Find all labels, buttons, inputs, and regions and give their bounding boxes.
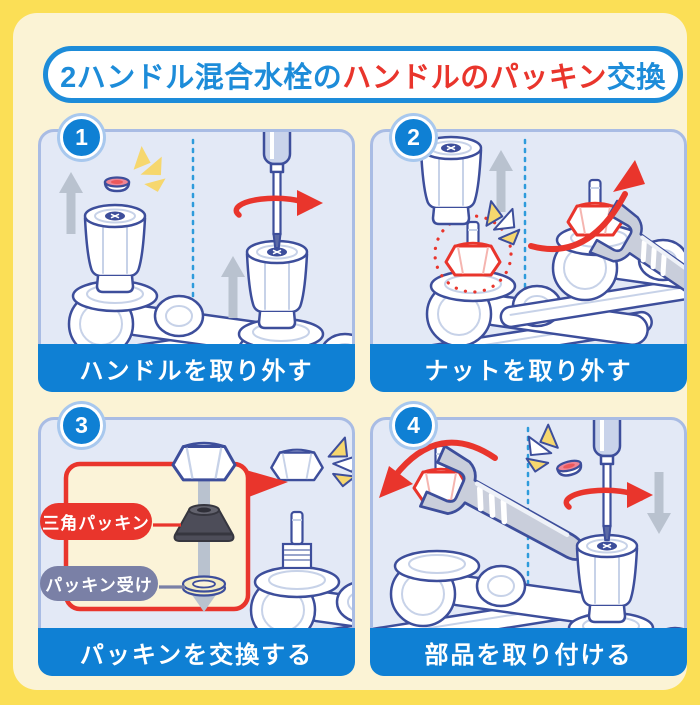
step4-illustration (373, 420, 684, 628)
packing-nut-floating (270, 448, 324, 482)
screwdriver-icon (592, 420, 622, 542)
step2-illustration (373, 135, 684, 344)
screwdriver-icon (262, 132, 292, 250)
sparkle-icon (322, 434, 352, 490)
step-panel-2: ナットを取り外す 2 (370, 116, 687, 392)
step1-illustration (41, 132, 352, 344)
step3-number-badge: 3 (60, 404, 103, 447)
up-arrow-icon (59, 172, 83, 234)
step2-caption: ナットを取り外す (370, 344, 687, 392)
step4-number-badge: 4 (392, 404, 435, 447)
wrench-arrow-icon (528, 191, 628, 252)
sparkle-icon (129, 142, 168, 196)
spindle-thread (281, 542, 313, 570)
wrench-arrow-head (613, 160, 645, 192)
step2-number-badge: 2 (392, 116, 435, 159)
packing-receiver-part (181, 575, 227, 597)
highlight-circle-icon (433, 214, 513, 294)
title-text-blue-1: 2ハンドル混合水栓の (60, 61, 343, 94)
faucet-handle-right (245, 239, 309, 330)
up-arrow-icon (221, 256, 245, 318)
faucet-handle (83, 203, 147, 294)
wrench-arrow-icon (392, 439, 498, 479)
sparkle-icon (524, 421, 562, 475)
faucet-body-right (498, 223, 684, 330)
handle-cap (555, 457, 585, 479)
step-panel-1: ハンドルを取り外す 1 (38, 116, 355, 392)
title-text-blue-2: 交換 (606, 61, 666, 94)
title-text-red: ハンドルのパッキン (342, 61, 607, 94)
callout-pointer-icon (246, 470, 288, 498)
packing-nut (444, 241, 502, 277)
wrench-arrow-head (379, 466, 413, 498)
title-banner: 2ハンドル混合水栓のハンドルのパッキン交換 (43, 46, 683, 103)
step3-caption: パッキンを交換する (38, 628, 355, 676)
spindle-stem (290, 510, 304, 546)
step-panel-3: 三角パッキン パッキン受け パッキンを交換する 3 (38, 404, 355, 676)
step1-number-badge: 1 (60, 116, 103, 159)
down-arrow-icon (647, 472, 671, 534)
step-panel-4: 部品を取り付ける 4 (370, 404, 687, 676)
exploded-nut (171, 441, 237, 482)
step1-caption: ハンドルを取り外す (38, 344, 355, 392)
handle-cap (103, 176, 131, 193)
step4-caption: 部品を取り付ける (370, 628, 687, 676)
infographic-frame: 2ハンドル混合水栓のハンドルのパッキン交換 ハンドルを取り外す 1 (13, 13, 687, 690)
label-triangle-packing: 三角パッキン (40, 503, 152, 540)
label-packing-receiver: パッキン受け (40, 566, 158, 601)
